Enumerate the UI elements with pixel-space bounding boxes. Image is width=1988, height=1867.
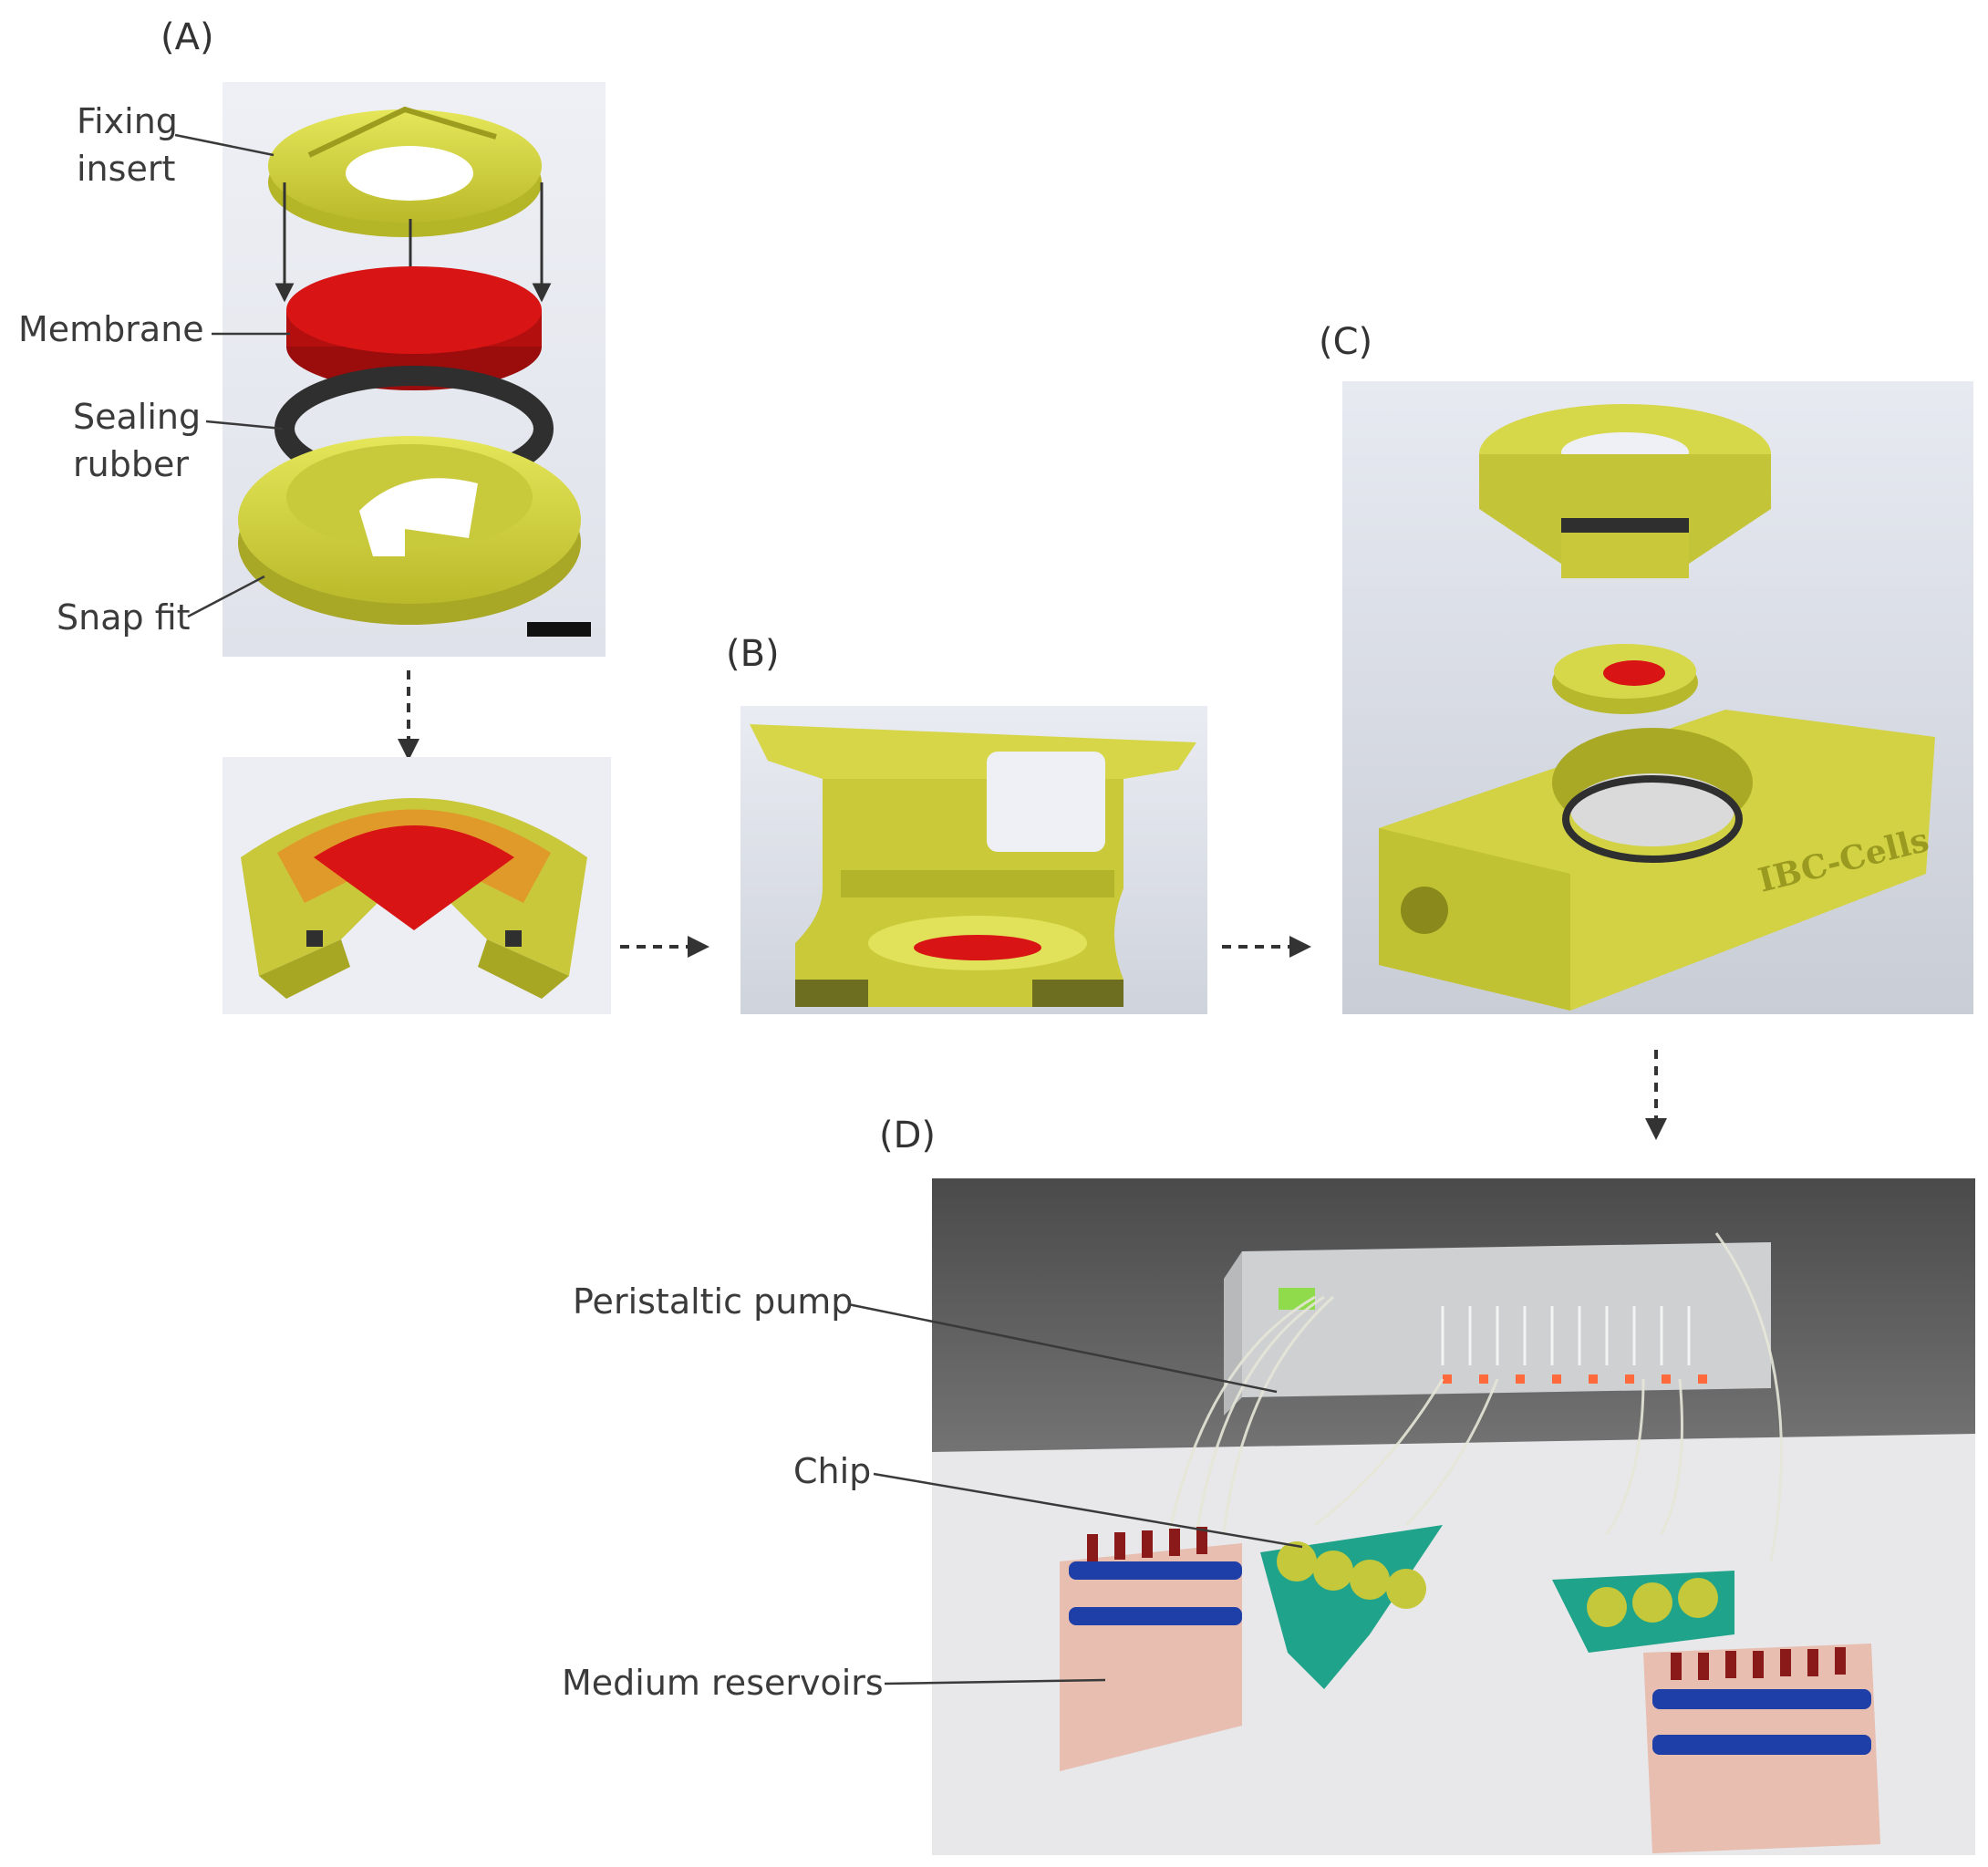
snap-fit-part (238, 436, 581, 625)
label-snap-fit: Snap fit (57, 597, 191, 638)
panel-a-cross-section-render (223, 757, 611, 1014)
fixing-insert-part (268, 106, 542, 237)
panel-label-d: (D) (879, 1115, 937, 1157)
panel-a-leader-lines (174, 133, 290, 618)
chip-left (1260, 1525, 1443, 1689)
panel-label-c: (C) (1319, 321, 1373, 363)
dashed-arrow-right-ab (620, 936, 709, 958)
medium-reservoir-right (1643, 1644, 1880, 1853)
dashed-arrow-down-cd (1645, 1050, 1667, 1140)
chip-right (1552, 1571, 1734, 1653)
medium-reservoir-left (1060, 1527, 1242, 1771)
label-peristaltic-pump: Peristaltic pump (573, 1281, 854, 1322)
label-fixing-insert-line1: Fixing (77, 101, 178, 141)
panel-label-a: (A) (160, 16, 214, 58)
panel-b-render (740, 706, 1207, 1014)
label-sealing-rubber-line2: rubber (73, 444, 189, 484)
panel-d-photo (932, 1178, 1975, 1855)
membrane-part (286, 266, 542, 390)
label-medium-reservoirs: Medium reservoirs (562, 1663, 884, 1703)
label-sealing-rubber-line1: Sealing (73, 397, 202, 437)
panel-a-exploded-render (223, 82, 606, 657)
panel-c-render: IBC-Cells (1342, 381, 1973, 1014)
scale-bar (527, 622, 591, 637)
panel-label-b: (B) (726, 633, 780, 675)
dashed-arrow-down-a (398, 670, 419, 761)
label-fixing-insert-line2: insert (77, 149, 176, 189)
label-membrane: Membrane (18, 309, 204, 349)
label-chip: Chip (793, 1451, 872, 1491)
panel-d-leader-lines (847, 1302, 1303, 1685)
peristaltic-pump-device (1224, 1242, 1771, 1416)
dashed-arrow-right-bc (1222, 936, 1311, 958)
